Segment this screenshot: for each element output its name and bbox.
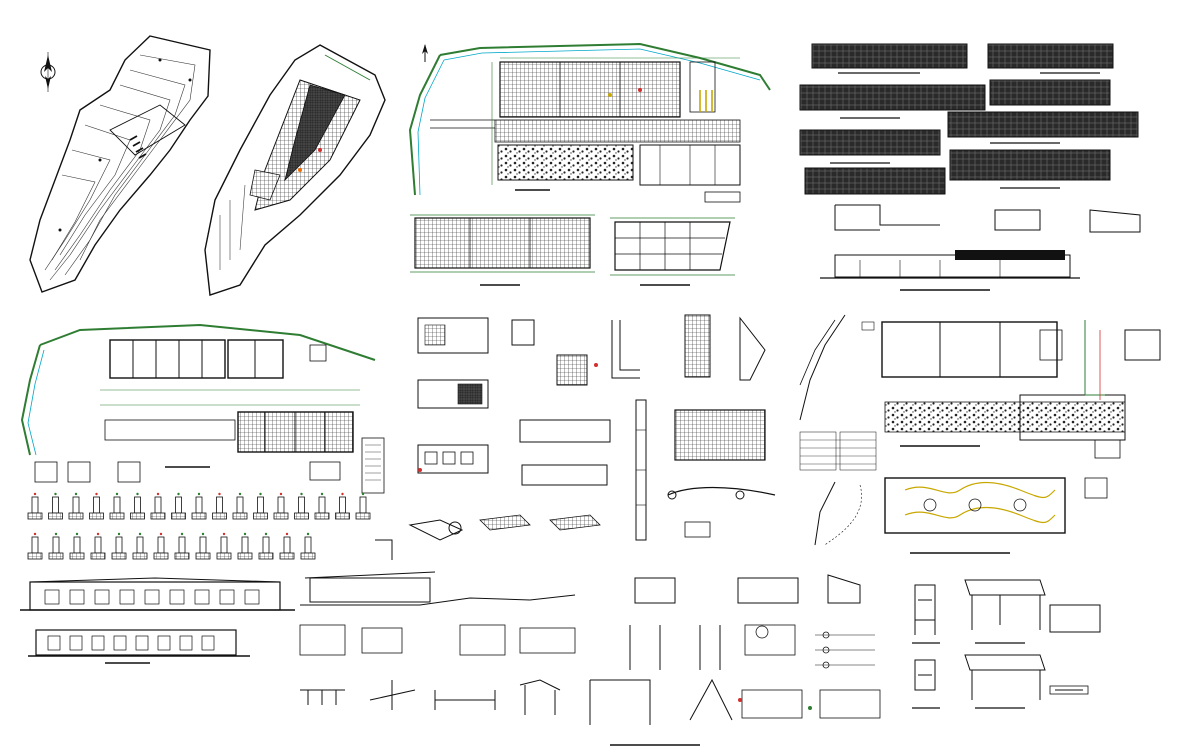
footing-section-detail <box>191 492 207 520</box>
footing-section-detail <box>68 492 84 520</box>
footing-section-detail <box>130 492 145 520</box>
footing-section-detail <box>109 492 125 520</box>
footing-section-detail <box>355 492 371 520</box>
footing-section-detail <box>89 492 104 520</box>
north-arrow-icon <box>40 52 56 92</box>
footing-section-detail <box>111 532 127 560</box>
footing-section-detail <box>90 532 106 560</box>
footing-section-detail <box>232 492 248 520</box>
footing-section-detail <box>335 492 350 520</box>
roof-plan <box>410 214 735 286</box>
footing-section-detail <box>48 492 63 520</box>
footing-section-detail <box>174 532 190 560</box>
electrical-plan <box>799 314 1161 554</box>
footing-section-detail <box>273 492 289 520</box>
footing-section-detail <box>27 532 43 560</box>
detail-sheet <box>375 314 776 560</box>
general-plan <box>408 42 771 203</box>
footing-section-detail <box>27 492 43 520</box>
footing-section-detail <box>314 492 330 520</box>
footing-section-detail <box>212 492 227 520</box>
foundation-plan <box>20 323 385 494</box>
footing-section-detail <box>237 532 253 560</box>
footing-section-detail <box>294 492 309 520</box>
footing-section-detail <box>48 532 64 560</box>
footing-section-detail <box>153 532 169 560</box>
building-elevations <box>20 571 881 746</box>
footing-section-detail <box>216 532 232 560</box>
facade-panel-elevations <box>799 43 1141 291</box>
footing-section-detail <box>150 492 166 520</box>
footing-section-detail <box>195 532 211 560</box>
site-layout-plan <box>204 44 386 296</box>
footing-section-detail <box>279 532 295 560</box>
furniture-details <box>912 579 1101 709</box>
footing-detail-rows <box>27 492 371 560</box>
footing-section-detail <box>132 532 148 560</box>
footing-section-detail <box>258 532 274 560</box>
site-topography-plan <box>29 35 211 293</box>
footing-section-detail <box>253 492 268 520</box>
footing-section-detail <box>171 492 186 520</box>
footing-section-detail <box>69 532 85 560</box>
footing-section-detail <box>300 532 316 560</box>
